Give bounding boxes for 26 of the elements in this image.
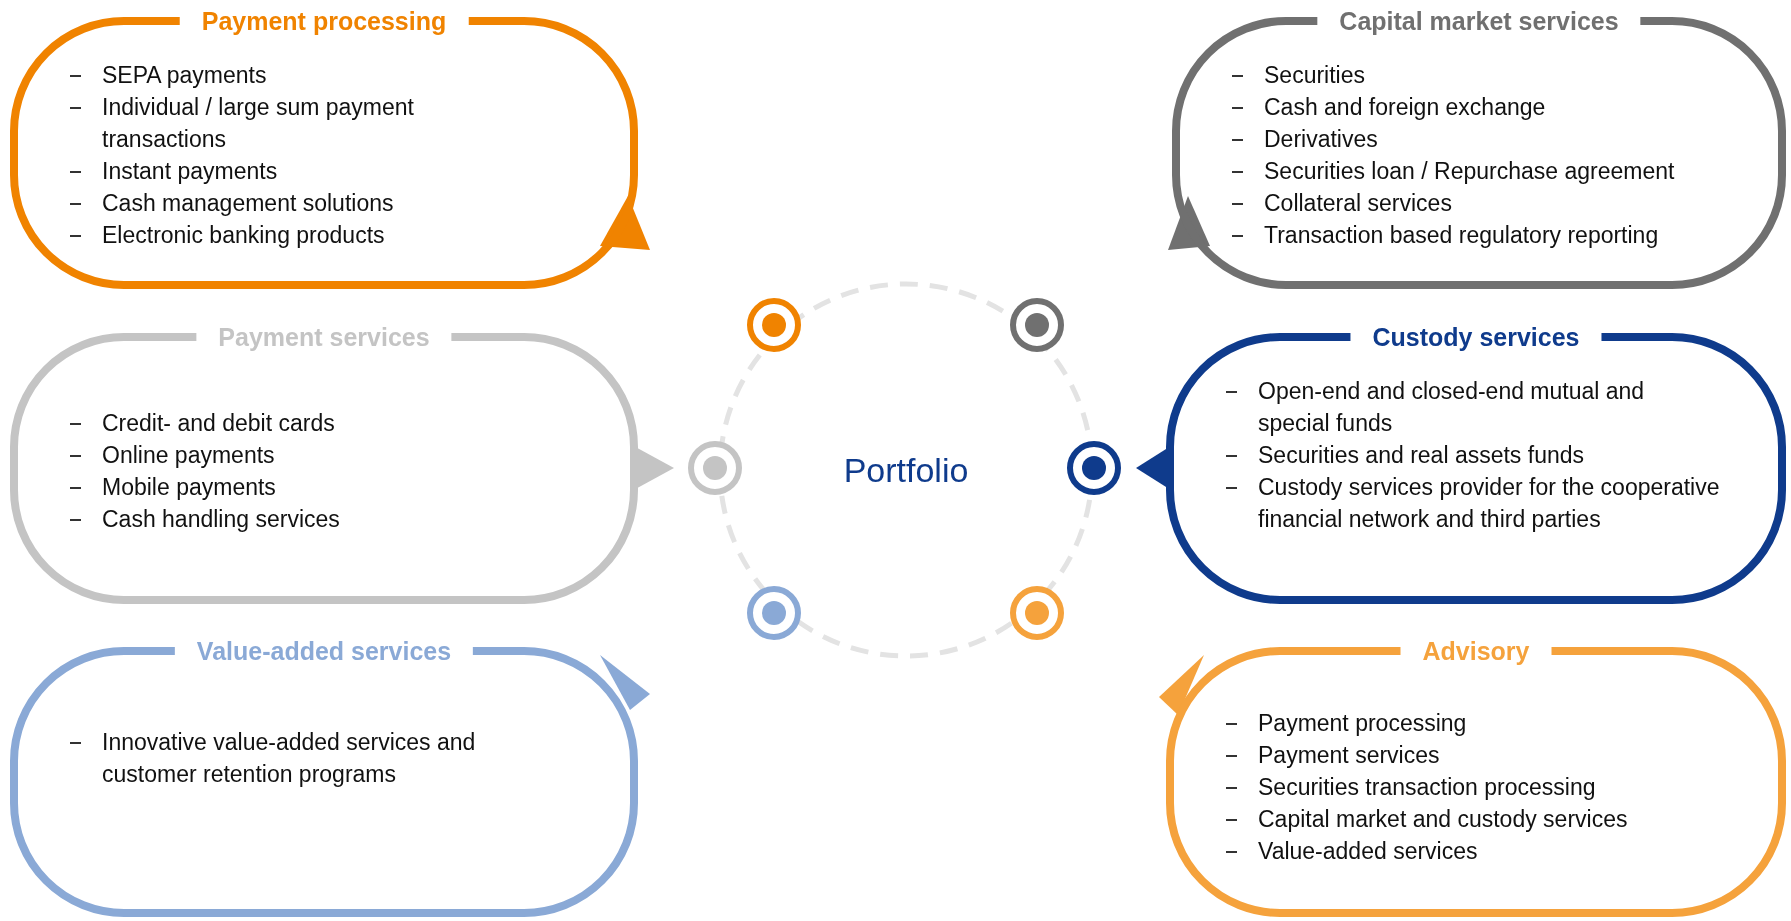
list-item: Payment services: [1258, 742, 1440, 768]
list-item: Individual / large sum payment transactions: [102, 94, 414, 152]
list-item: Cash and foreign exchange: [1264, 94, 1546, 120]
list-item: Securities transaction processing: [1258, 774, 1596, 800]
dashed-circle: [717, 281, 1095, 659]
list-item: Custody services provider for the cooperative financial network and third parties: [1258, 474, 1720, 532]
list-item: Securities loan / Repurchase agreement: [1264, 158, 1675, 184]
list-item: Online payments: [102, 442, 275, 468]
list-item: Cash management solutions: [102, 190, 394, 216]
list-item: Innovative value-added services and customer retention programs: [102, 729, 476, 787]
list-item: Open-end and closed-end mutual and special funds: [1258, 378, 1645, 436]
list-item: Value-added services: [1258, 838, 1478, 864]
list-item: SEPA payments: [102, 62, 267, 88]
list-item: Cash handling services: [102, 506, 340, 532]
list-item: Securities and real assets funds: [1258, 442, 1584, 468]
list-item: Payment processing: [1258, 710, 1467, 736]
list-item: Credit- and debit cards: [102, 410, 335, 436]
list-item: Capital market and custody services: [1258, 806, 1628, 832]
list-item: Mobile payments: [102, 474, 276, 500]
center-label: Portfolio: [843, 450, 969, 490]
list-item: Collateral services: [1264, 190, 1452, 216]
list-item: Transaction based regulatory reporting: [1264, 222, 1659, 248]
list-item: Instant payments: [102, 158, 278, 184]
list-item: Derivatives: [1264, 126, 1378, 152]
list-item: Securities: [1264, 62, 1365, 88]
list-item: Electronic banking products: [102, 222, 385, 248]
